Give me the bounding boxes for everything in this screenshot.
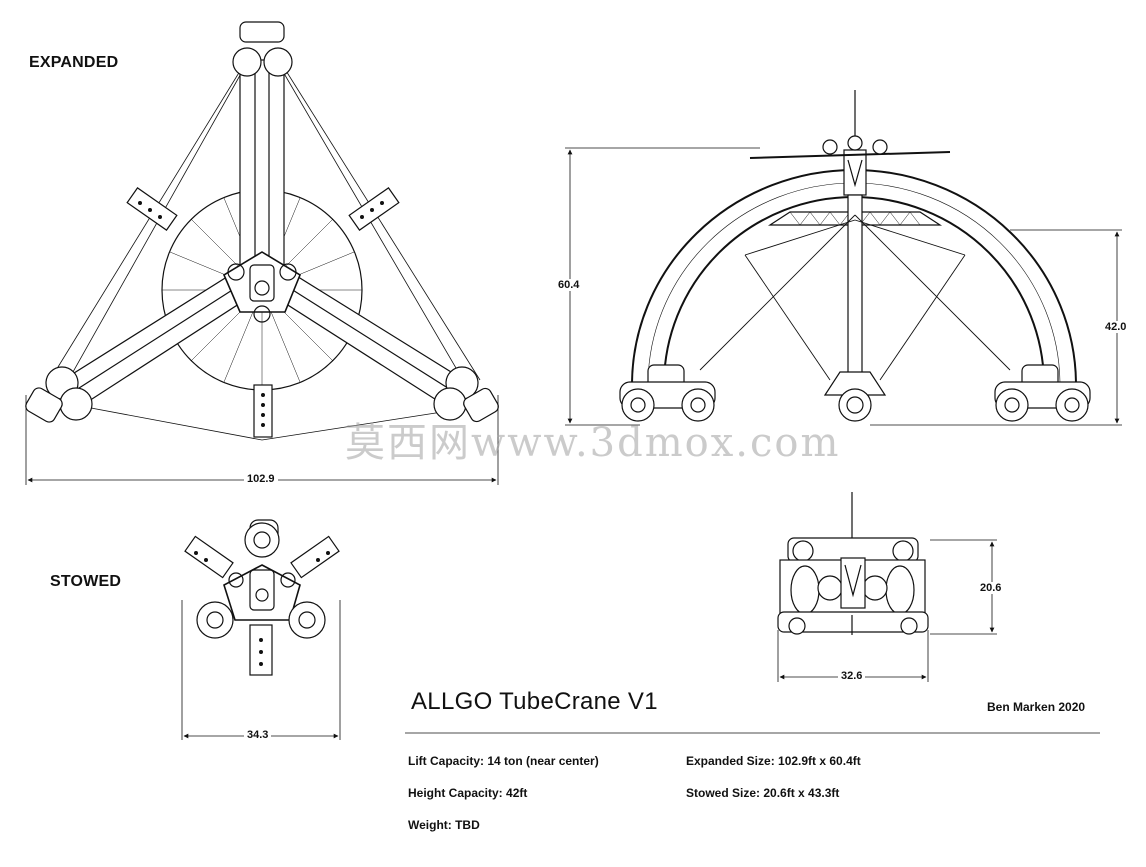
spec-height-capacity: Height Capacity: 42ft (408, 786, 528, 800)
expanded-top-view (25, 21, 499, 441)
dim-expanded-width-label: 102.9 (244, 473, 278, 485)
expanded-side-view (619, 90, 1091, 422)
spec-expanded-size: Expanded Size: 102.9ft x 60.4ft (686, 754, 861, 768)
watermark: 莫西网www.3dmox.com (345, 420, 841, 466)
dim-side-height-label: 42.0 (1102, 321, 1130, 333)
stowed-side-view (777, 492, 929, 635)
expanded-view-label: EXPANDED (29, 54, 119, 71)
dim-expanded-height-label: 60.4 (555, 279, 583, 291)
dim-stowed-width-top-label: 34.3 (244, 729, 272, 741)
dim-stowed-height-label: 20.6 (977, 582, 1005, 594)
dim-stowed-width-side-label: 32.6 (838, 670, 866, 682)
spec-weight: Weight: TBD (408, 818, 480, 832)
author-credit: Ben Marken 2020 (987, 700, 1086, 714)
spec-lift-capacity: Lift Capacity: 14 ton (near center) (408, 754, 599, 768)
drawing-title: ALLGO TubeCrane V1 (411, 688, 658, 715)
spec-stowed-size: Stowed Size: 20.6ft x 43.3ft (686, 786, 840, 800)
stowed-top-view (184, 519, 340, 676)
stowed-view-label: STOWED (50, 573, 122, 590)
